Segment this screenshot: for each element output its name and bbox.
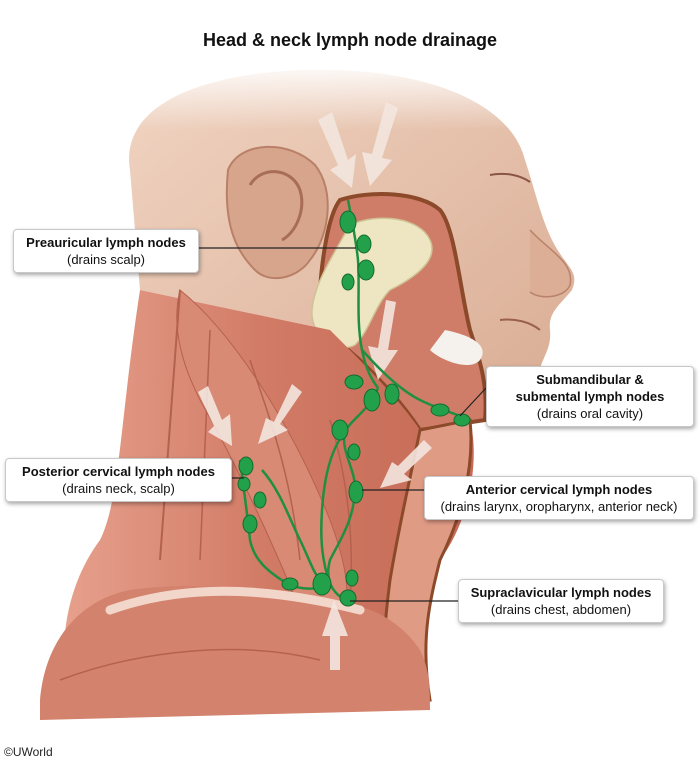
supraclavicular-drains: (drains chest, abdomen) [490,602,632,617]
supraclavicular-name: Supraclavicular lymph nodes [470,585,652,600]
diagram-title: Head & neck lymph node drainage [202,30,498,50]
posterior-cervical-node [253,491,267,509]
submandibular-node [430,403,450,417]
supraclavicular-node [312,572,332,596]
submandibular-node [384,383,400,405]
parotid-gland [311,217,433,349]
drainage-arrows [198,102,432,670]
label-preauricular: Preauricular lymph nodes (drains scalp) [13,229,199,273]
submandibular-node [453,413,471,427]
preauricular-node [339,210,357,234]
submandibular-node [363,388,381,412]
preauricular-node [357,259,375,281]
supraclavicular-node [339,589,357,607]
preauricular-node [341,273,355,291]
submandibular-node [344,374,364,390]
anterior-cervical-name: Anterior cervical lymph nodes [465,482,653,497]
anterior-cervical-node [331,419,349,441]
posterior-cervical-node [242,514,258,534]
label-supraclavicular: Supraclavicular lymph nodes (drains ches… [458,579,664,623]
copyright-credit: ©UWorld [4,745,53,759]
anterior-cervical-drains: (drains larynx, oropharynx, anterior nec… [440,499,678,514]
supraclavicular-node [345,569,359,587]
lymph-nodes [237,210,471,607]
label-submandibular: Submandibular & submental lymph nodes (d… [486,366,694,427]
anterior-cervical-node [348,480,364,504]
label-anterior-cervical: Anterior cervical lymph nodes (drains la… [424,476,694,520]
supraclavicular-node [281,577,299,591]
label-posterior-cervical: Posterior cervical lymph nodes (drains n… [5,458,232,502]
preauricular-drains: (drains scalp) [66,252,146,267]
clavicle [105,586,365,615]
preauricular-name: Preauricular lymph nodes [26,235,186,250]
posterior-cervical-node [237,476,251,492]
submandibular-drains: (drains oral cavity) [536,406,644,421]
preauricular-node [356,234,372,254]
posterior-cervical-name: Posterior cervical lymph nodes [22,464,215,479]
submandibular-name-line1: Submandibular & [536,372,644,387]
posterior-cervical-drains: (drains neck, scalp) [62,481,175,496]
anterior-cervical-node [347,443,361,461]
posterior-cervical-node [238,456,254,476]
submandibular-name-line2: submental lymph nodes [515,389,665,404]
leader-lines [198,247,487,602]
